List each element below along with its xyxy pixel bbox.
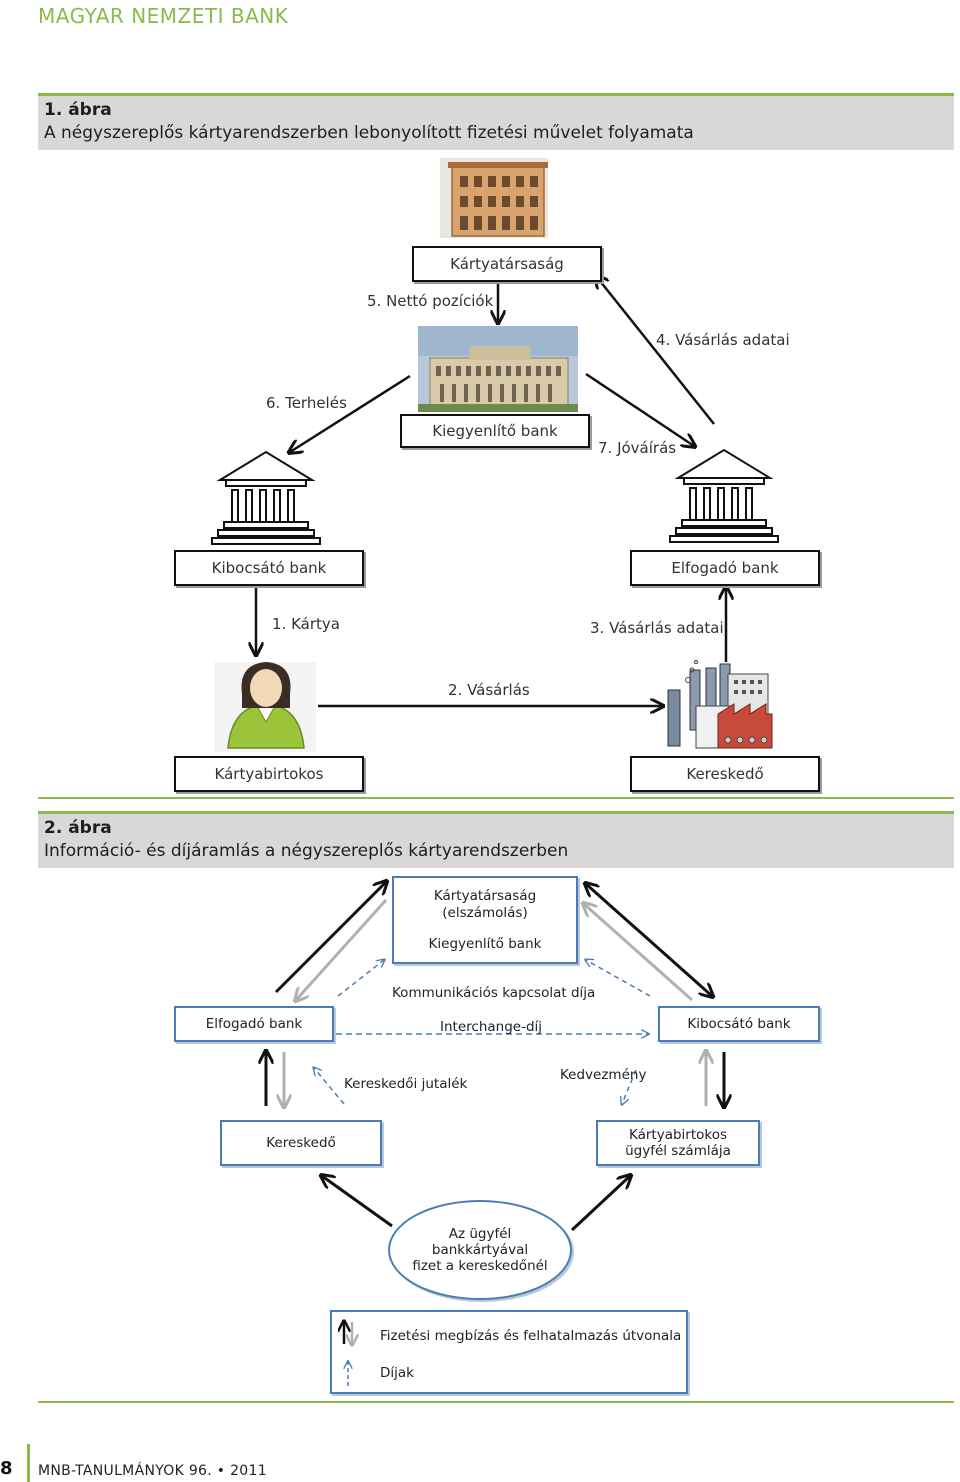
oval-line2: bankkártyával <box>431 1242 529 1258</box>
figure1-top-rule <box>38 93 954 96</box>
card-company-label: Kártyatársaság <box>450 255 564 273</box>
building-icon <box>440 158 548 238</box>
oval-line1: Az ügyfél <box>448 1226 512 1242</box>
issuer-bank-label: Kibocsátó bank <box>211 559 327 577</box>
acquirer-bank-box: Elfogadó bank <box>630 550 820 586</box>
figure1-bottom-rule <box>38 797 954 799</box>
figure2-header: 2. ábra Információ- és díjáramlás a négy… <box>38 814 954 868</box>
settlement-bank-box: Kiegyenlítő bank <box>400 414 590 448</box>
account-box: Kártyabirtokos ügyfél számlája <box>596 1120 760 1166</box>
card-company-settlement-box: Kártyatársaság (elszámolás) Kiegyenlítő … <box>392 876 578 964</box>
temple-bank-icon <box>669 448 779 543</box>
step-4-label: 4. Vásárlás adatai <box>656 331 790 349</box>
cardholder-box: Kártyabirtokos <box>174 756 364 792</box>
merchant-box: Kereskedő <box>630 756 820 792</box>
merchant-label: Kereskedő <box>686 765 764 783</box>
acquirer-bank-label: Elfogadó bank <box>671 559 779 577</box>
oval-line3: fizet a kereskedőnél <box>412 1258 548 1274</box>
account-line2: ügyfél számlája <box>625 1143 731 1159</box>
settlement-bank-label: Kiegyenlítő bank <box>432 422 558 440</box>
legend-box: Fizetési megbízás és felhatalmazás útvon… <box>330 1310 688 1394</box>
bank-building-photo-icon <box>418 326 578 412</box>
page-number: 8 <box>0 1458 13 1479</box>
issuer-label: Kibocsátó bank <box>687 1016 791 1032</box>
interchange-label: Interchange-díj <box>440 1019 543 1035</box>
acquirer-box: Elfogadó bank <box>174 1006 334 1042</box>
step-3-label: 3. Vásárlás adatai <box>590 619 724 637</box>
discount-label: Kedvezmény <box>560 1067 647 1083</box>
legend-payment-path: Fizetési megbízás és felhatalmazás útvon… <box>380 1328 682 1344</box>
step-5-label: 5. Nettó pozíciók <box>367 292 494 310</box>
center-line2: (elszámolás) <box>442 905 528 921</box>
legend-fees: Díjak <box>380 1365 414 1381</box>
figure2-bottom-rule <box>38 1401 954 1403</box>
card-company-box: Kártyatársaság <box>412 246 602 282</box>
issuer-bank-box: Kibocsátó bank <box>174 550 364 586</box>
footer-rule <box>27 1444 30 1482</box>
publication-footer: MNB-TANULMÁNYOK 96. • 2011 <box>38 1463 267 1479</box>
center-line3: Kiegyenlítő bank <box>428 936 542 952</box>
comm-fee-label: Kommunikációs kapcsolat díja <box>392 985 596 1001</box>
step-1-label: 1. Kártya <box>272 615 340 633</box>
cardholder-label: Kártyabirtokos <box>214 765 324 783</box>
person-icon <box>214 662 316 752</box>
merchant-label-2: Kereskedő <box>266 1135 336 1151</box>
step-2-label: 2. Vásárlás <box>448 681 530 699</box>
brand-title: MAGYAR NEMZETI BANK <box>38 4 289 28</box>
factory-icon <box>667 660 773 749</box>
merchant-box-2: Kereskedő <box>220 1120 382 1166</box>
center-line1: Kártyatársaság <box>433 888 537 904</box>
merchant-fee-label: Kereskedői jutalék <box>344 1076 468 1092</box>
acquirer-label: Elfogadó bank <box>205 1016 303 1032</box>
figure1-header: 1. ábra A négyszereplős kártyarendszerbe… <box>38 96 954 150</box>
temple-bank-icon <box>211 450 321 545</box>
customer-pays-oval: Az ügyfél bankkártyával fizet a keresked… <box>388 1200 572 1300</box>
legend-icons <box>336 1314 376 1386</box>
figure2-number: 2. ábra <box>44 818 112 838</box>
step-7-label: 7. Jóváírás <box>598 439 677 457</box>
figure2-top-rule <box>38 811 954 814</box>
account-line1: Kártyabirtokos <box>628 1127 728 1143</box>
figure2-title: Információ- és díjáramlás a négyszereplő… <box>44 841 569 861</box>
issuer-box: Kibocsátó bank <box>658 1006 820 1042</box>
step-6-label: 6. Terhelés <box>266 394 347 412</box>
figure1-title: A négyszereplős kártyarendszerben lebony… <box>44 123 694 143</box>
figure1-number: 1. ábra <box>44 100 112 120</box>
